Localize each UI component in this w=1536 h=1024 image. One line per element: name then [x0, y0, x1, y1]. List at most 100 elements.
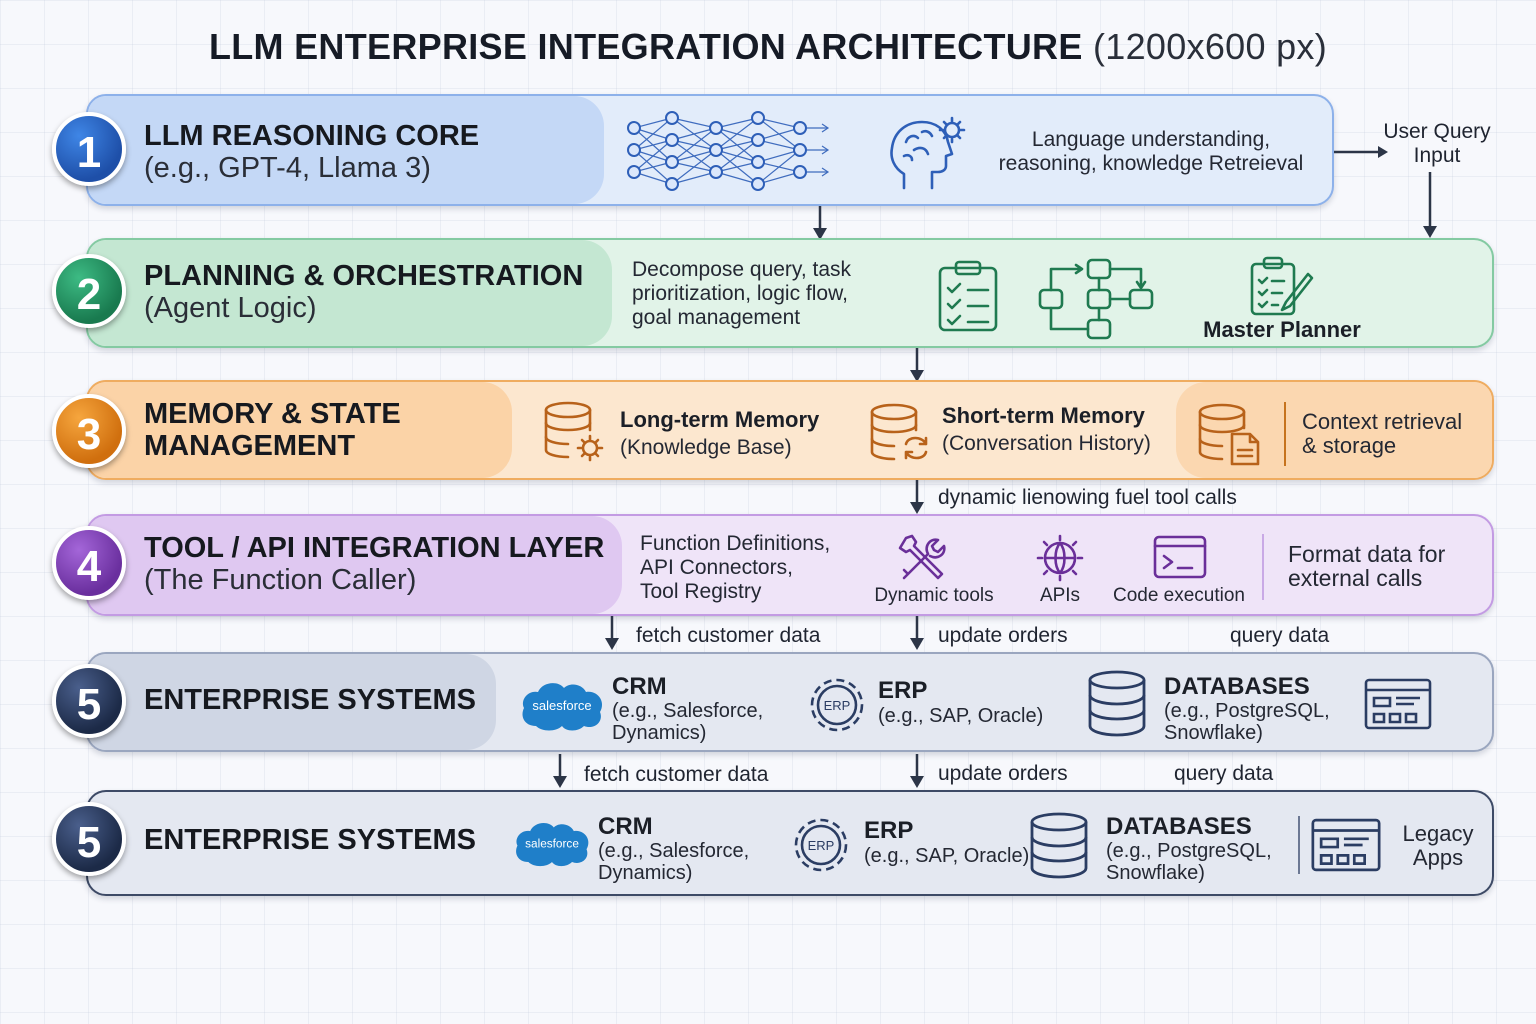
- layer-3-context-zone: [1176, 382, 1492, 478]
- databases-block-2: DATABASES (e.g., PostgreSQL, Snowflake): [1106, 813, 1272, 885]
- layer-4-definitions-line3: Tool Registry: [640, 580, 762, 603]
- layer-3-title-line2: MANAGEMENT: [144, 430, 356, 462]
- database-sync-icon: [870, 403, 928, 461]
- layer-planning-orchestration: PLANNING & ORCHESTRATION (Agent Logic) D…: [86, 238, 1494, 348]
- format-line1: Format data for: [1288, 541, 1446, 567]
- query-label-1: query data: [1230, 624, 1330, 647]
- master-planner-label: Master Planner: [1203, 317, 1361, 342]
- crm-block-2: CRM (e.g., Salesforce, Dynamics): [598, 814, 750, 885]
- arrow-fetch-2: [553, 754, 567, 788]
- context-retrieval: Context retrieval & storage: [1302, 410, 1462, 458]
- crm-line1-2: (e.g., Salesforce,: [598, 840, 750, 862]
- erp-title-2: ERP: [864, 817, 914, 844]
- erp-gear-icon: ERP: [794, 818, 848, 872]
- legacy-line1: Legacy: [1402, 821, 1474, 846]
- layer-2-title-block: PLANNING & ORCHESTRATION (Agent Logic): [144, 260, 583, 324]
- layer-2-description-line1: Decompose query, task: [632, 258, 852, 281]
- layer-1-number-badge: 1: [52, 112, 126, 186]
- layer-1-title: LLM REASONING CORE: [144, 120, 480, 152]
- legacy-apps: Legacy Apps: [1390, 822, 1486, 870]
- user-query-label: User Query Input: [1372, 120, 1502, 168]
- context-line2: & storage: [1302, 433, 1397, 458]
- database-document-icon: [1198, 403, 1260, 466]
- user-query-line2: Input: [1413, 144, 1461, 167]
- title-suffix: (1200x600 px): [1092, 26, 1328, 67]
- tool-label-dynamic: Dynamic tools: [874, 585, 994, 606]
- erp-logo-text: ERP: [808, 838, 835, 853]
- update-label-2: update orders: [938, 762, 1068, 785]
- layer-4-definitions-line2: API Connectors,: [640, 556, 793, 579]
- layer-1-description-line2: reasoning, knowledge Retreieval: [998, 152, 1304, 175]
- layer-5a-title: ENTERPRISE SYSTEMS: [144, 684, 476, 716]
- erp-line1-2: (e.g., SAP, Oracle): [864, 845, 1030, 867]
- layer-3-title-zone: [88, 382, 512, 478]
- layer-4-title-zone: [88, 516, 622, 614]
- arrow-fetch-1: [605, 616, 619, 650]
- layer-2-title-zone: [88, 240, 612, 346]
- databases-block-1: DATABASES (e.g., PostgreSQL, Snowflake): [1164, 673, 1330, 745]
- erp-gear-icon: ERP: [810, 678, 864, 732]
- fetch-label-1: fetch customer data: [636, 624, 821, 647]
- legacy-app-window-icon: [1364, 678, 1432, 730]
- tool-label-code: Code execution: [1112, 585, 1246, 606]
- layer-4-definitions-line1: Function Definitions,: [640, 532, 831, 555]
- legacy-app-window-icon: [1311, 818, 1381, 872]
- brain-gear-icon: [890, 116, 966, 190]
- layer-tool-api-integration: TOOL / API INTEGRATION LAYER (The Functi…: [86, 514, 1494, 616]
- planner-pencil-icon: [1250, 256, 1314, 316]
- layer-4-title: TOOL / API INTEGRATION LAYER: [144, 532, 605, 564]
- database-icon: [1088, 670, 1146, 737]
- layer-2-title: PLANNING & ORCHESTRATION: [144, 260, 584, 292]
- layer-5b-divider: [1298, 816, 1300, 874]
- database-gear-icon: [544, 401, 604, 462]
- layer-llm-reasoning-core: LLM REASONING CORE (e.g., GPT-4, Llama 3…: [86, 94, 1334, 206]
- arrow-update-1: [910, 616, 924, 650]
- layer-2-description: Decompose query, task prioritization, lo…: [632, 258, 932, 330]
- databases-title-2: DATABASES: [1106, 813, 1252, 840]
- format-line2: external calls: [1288, 565, 1423, 591]
- databases-title-1: DATABASES: [1164, 673, 1310, 700]
- layer-memory-state: MEMORY & STATE MANAGEMENT Long-term Memo…: [86, 380, 1494, 480]
- erp-block-1: ERP (e.g., SAP, Oracle): [878, 678, 1043, 728]
- legacy-line2: Apps: [1412, 845, 1464, 870]
- update-label-1: update orders: [938, 624, 1068, 647]
- user-query-arrow-left: [1334, 146, 1388, 158]
- layer-5a-title-zone: [88, 654, 496, 750]
- fetch-label-2: fetch customer data: [584, 763, 769, 786]
- salesforce-cloud-icon: salesforce: [522, 683, 603, 731]
- databases-line1-2: (e.g., PostgreSQL,: [1106, 840, 1272, 862]
- erp-logo-text: ERP: [824, 698, 851, 713]
- memory-to-tools-label: dynamic lienowing fuel tool calls: [938, 486, 1237, 509]
- layer-1-title-zone: [88, 96, 604, 204]
- arrow-memory-to-tools: [910, 480, 924, 514]
- layer-1-description: Language understanding, reasoning, knowl…: [976, 128, 1326, 176]
- title-main: LLM ENTERPRISE INTEGRATION ARCHITECTURE: [208, 26, 1083, 67]
- short-term-memory: Short-term Memory (Conversation History): [942, 404, 1151, 456]
- terminal-icon: [1153, 535, 1207, 579]
- arrow-core-to-planning: [813, 206, 827, 240]
- layer-3-title-block: MEMORY & STATE MANAGEMENT: [144, 398, 401, 462]
- layer-enterprise-systems-2: ENTERPRISE SYSTEMS salesforce CRM (e.g.,…: [86, 790, 1494, 896]
- erp-title-1: ERP: [878, 677, 928, 704]
- layer-enterprise-systems-1: ENTERPRISE SYSTEMS salesforce CRM (e.g.,…: [86, 652, 1494, 752]
- globe-gear-icon: [1036, 534, 1084, 582]
- checklist-icon: [938, 260, 998, 332]
- layer-5a-title-block: ENTERPRISE SYSTEMS: [144, 684, 476, 716]
- layer-4-definitions: Function Definitions, API Connectors, To…: [640, 532, 830, 604]
- crm-line2-1: Dynamics): [612, 722, 707, 744]
- databases-line2-2: Snowflake): [1106, 862, 1205, 884]
- salesforce-logo-text: salesforce: [532, 698, 591, 713]
- wrench-screwdriver-icon: [898, 534, 946, 580]
- long-term-memory-title: Long-term Memory: [620, 407, 820, 432]
- flowchart-icon: [1038, 258, 1154, 340]
- layer-4-number-badge: 4: [52, 526, 126, 600]
- arrow-update-2: [910, 754, 924, 788]
- database-icon: [1030, 812, 1088, 879]
- crm-block-1: CRM (e.g., Salesforce, Dynamics): [612, 674, 763, 745]
- layer-2-description-line3: goal management: [632, 306, 801, 329]
- format-data: Format data for external calls: [1288, 542, 1445, 590]
- short-term-memory-detail: (Conversation History): [942, 432, 1151, 455]
- crm-line2-2: Dynamics): [598, 862, 693, 884]
- long-term-memory-detail: (Knowledge Base): [620, 436, 792, 459]
- salesforce-cloud-icon: salesforce: [516, 822, 589, 867]
